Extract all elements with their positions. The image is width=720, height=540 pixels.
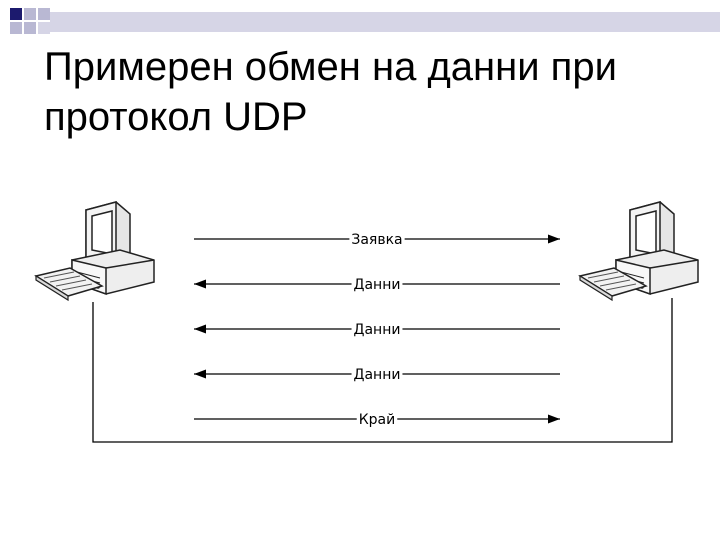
message-label: Данни — [354, 367, 401, 383]
arrow-head — [548, 234, 560, 244]
left-computer-icon — [35, 201, 155, 301]
message-label: Заявка — [351, 232, 402, 248]
message-label: Край — [359, 412, 396, 428]
message-arrow: Данни — [194, 367, 560, 383]
deco-square-light — [24, 22, 36, 34]
arrow-head — [194, 369, 206, 379]
deco-square-light — [38, 8, 50, 20]
label-background — [351, 322, 403, 338]
arrow-head — [194, 324, 206, 334]
right-computer-icon — [579, 201, 699, 301]
deco-square-light — [24, 8, 36, 20]
message-label: Данни — [354, 322, 401, 338]
message-label: Данни — [354, 277, 401, 293]
label-background — [349, 232, 405, 248]
deco-square-light — [10, 22, 22, 34]
slide-title: Примерен обмен на данни при протокол UDP — [44, 45, 617, 139]
arrow-head — [548, 414, 560, 424]
message-arrow: Заявка — [194, 232, 560, 248]
deco-square-dark — [10, 8, 22, 20]
message-arrow: Данни — [194, 277, 560, 293]
deco-square-light — [38, 22, 50, 34]
message-arrow: Данни — [194, 322, 560, 338]
arrow-head — [194, 279, 206, 289]
message-arrow: Край — [194, 412, 560, 428]
label-background — [351, 367, 403, 383]
deco-bar — [50, 12, 720, 32]
label-background — [351, 277, 403, 293]
label-background — [356, 412, 398, 428]
connection-line — [92, 298, 673, 443]
